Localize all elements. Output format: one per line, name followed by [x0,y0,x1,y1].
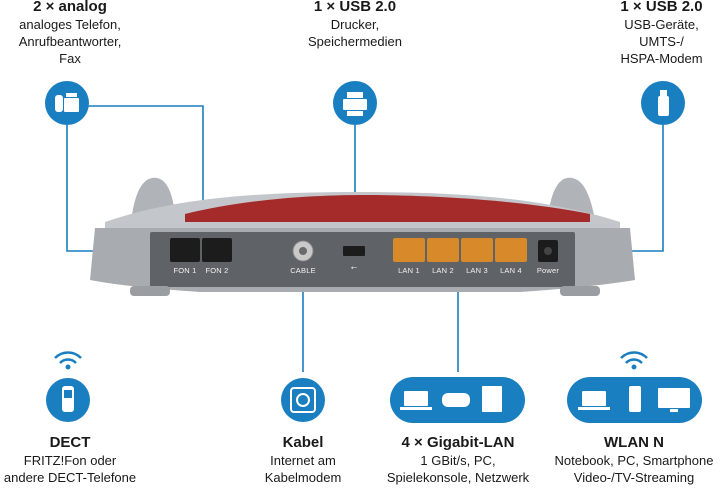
analog-desc: analoges Telefon, Anrufbeantworter, Fax [18,17,122,66]
antenna-left [132,177,175,215]
fon1-port [170,238,200,262]
dect-desc: FRITZ!Fon oder andere DECT-Telefone [3,453,137,485]
lan-desc: 1 GBit/s, PC, Spielekonsole, Netzwerk [386,453,530,485]
usb-printer-title: 1 × USB 2.0 [313,0,397,15]
top-icon-circles [45,81,685,125]
connector-lines [66,105,664,372]
lan1-label: LAN 1 [398,266,420,275]
router-device: ⭠ [90,177,635,296]
dect-label: DECT FRITZ!Fon oder andere DECT-Telefone [0,433,140,486]
usb-devices-desc: USB-Geräte, UMTS-/ HSPA-Modem [620,17,703,66]
power-label: Power [536,266,560,275]
lan-label: 4 × Gigabit-LAN 1 GBit/s, PC, Spielekons… [378,433,538,486]
usb-devices-title: 1 × USB 2.0 [620,0,703,15]
cable-socket-icon [281,378,325,422]
fon2-port [202,238,232,262]
usb-printer-label: 1 × USB 2.0 Drucker, Speichermedien [285,0,425,50]
kabel-title: Kabel [282,434,324,451]
line-usb-stick [630,125,664,252]
wlan-wifi-icon [620,351,648,364]
wlan-title: WLAN N [604,434,664,451]
dect-wifi-icon [54,351,82,364]
lan3-label: LAN 3 [466,266,488,275]
wlan-label: WLAN N Notebook, PC, Smartphone Video-/T… [548,433,720,486]
lan2-label: LAN 2 [432,266,454,275]
antenna-right [548,177,594,215]
lan-title: 4 × Gigabit-LAN [401,434,515,451]
lan2-port [427,238,459,262]
wlan-desc: Notebook, PC, Smartphone Video-/TV-Strea… [554,453,714,485]
analog-label: 2 × analog analoges Telefon, Anrufbeantw… [0,0,140,67]
lan4-port [495,238,527,262]
usb-devices-label: 1 × USB 2.0 USB-Geräte, UMTS-/ HSPA-Mode… [603,0,720,67]
lan3-port [461,238,493,262]
cable-label: CABLE [290,266,316,275]
usb-printer-desc: Drucker, Speichermedien [308,17,402,49]
foot-right [560,286,600,296]
router-red-top [185,195,590,222]
lan4-label: LAN 4 [500,266,522,275]
cable-connector-core [299,247,307,255]
fon1-label: FON 1 [173,266,197,275]
kabel-desc: Internet am Kabelmodem [264,453,342,485]
usb-symbol-icon: ⭠ [351,263,358,272]
bottom-icon-circles [46,351,702,423]
line-analog-fon [78,105,204,240]
kabel-label: Kabel Internet am Kabelmodem [243,433,363,486]
power-port-pin [544,247,552,255]
lan1-port [393,238,425,262]
fon2-label: FON 2 [205,266,229,275]
foot-left [130,286,170,296]
line-analog-left [66,125,95,252]
analog-title: 2 × analog [33,0,107,15]
usb-port [343,246,365,256]
dect-title: DECT [49,434,91,451]
